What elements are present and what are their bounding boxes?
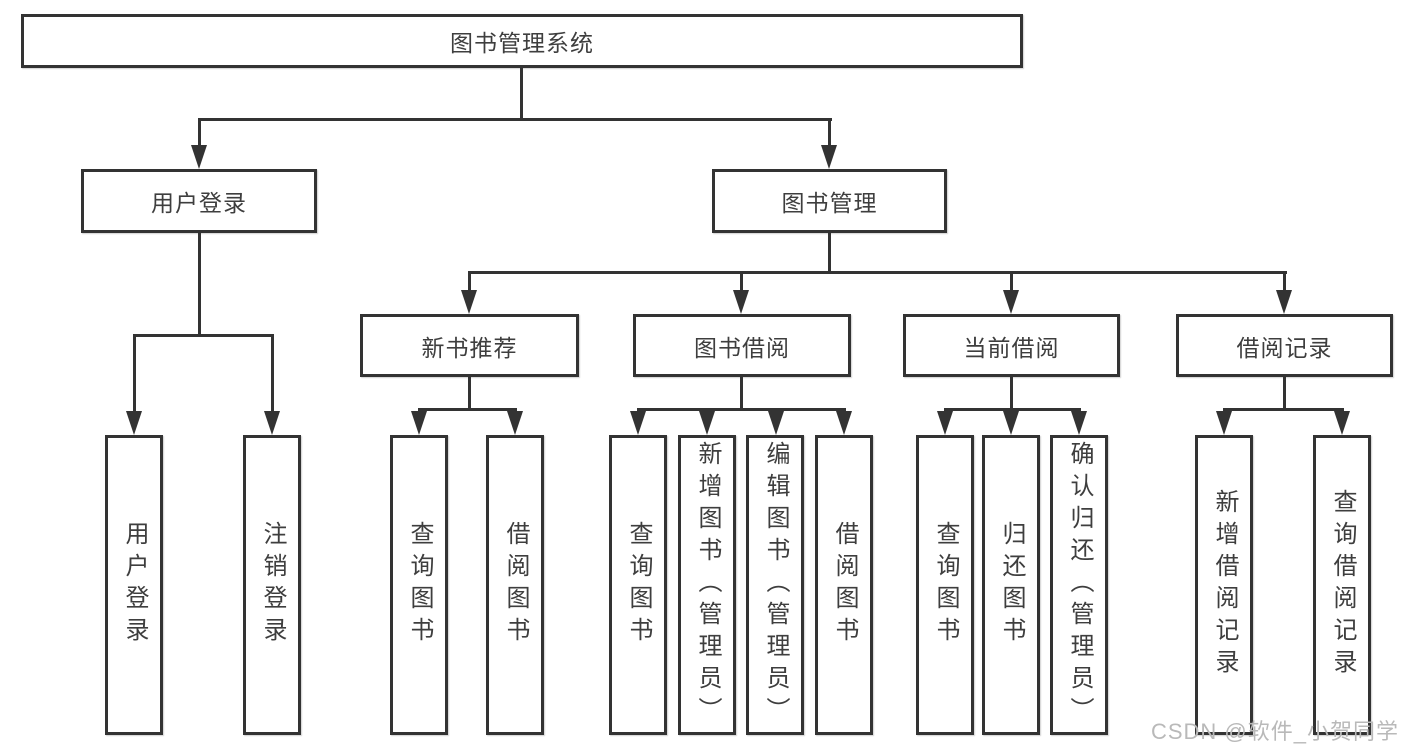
connector-hline	[198, 118, 832, 121]
arrowhead-down-icon	[126, 411, 142, 435]
connector-vline	[520, 68, 523, 120]
leaf-label: 新增借阅记录	[1211, 489, 1238, 681]
leaf-label: 注销登录	[259, 521, 286, 649]
arrowhead-down-icon	[630, 411, 646, 435]
arrowhead-down-icon	[821, 145, 837, 169]
leaf-label: 归还图书	[998, 521, 1025, 649]
connector-hline	[1223, 408, 1344, 411]
arrowhead-down-icon	[191, 145, 207, 169]
leaf-user-login: 用户登录	[105, 435, 163, 735]
node-book-borrow-label: 图书借阅	[694, 334, 790, 361]
arrowhead-down-icon	[1334, 411, 1350, 435]
node-library-system-label: 图书管理系统	[450, 30, 594, 56]
node-new-book-recommend: 新书推荐	[360, 314, 579, 377]
connector-vline	[1010, 271, 1013, 293]
node-book-management-label: 图书管理	[781, 190, 878, 216]
connector-vline	[468, 377, 471, 410]
leaf-label: 新增图书（管理员）	[694, 441, 721, 729]
leaf-query-books-current: 查询图书	[916, 435, 974, 735]
connector-vline	[468, 271, 471, 293]
leaf-label: 用户登录	[121, 521, 148, 649]
node-current-borrow: 当前借阅	[903, 314, 1120, 377]
node-borrow-records-label: 借阅记录	[1236, 334, 1333, 361]
connector-vline	[828, 233, 831, 274]
arrowhead-down-icon	[461, 290, 477, 314]
node-user-login-label: 用户登录	[151, 190, 247, 216]
connector-vline	[1283, 271, 1286, 293]
connector-vline	[198, 118, 201, 148]
leaf-label: 编辑图书（管理员）	[762, 441, 789, 729]
node-library-system: 图书管理系统	[21, 14, 1023, 68]
arrowhead-down-icon	[1276, 290, 1292, 314]
arrowhead-down-icon	[937, 411, 953, 435]
leaf-add-books-admin: 新增图书（管理员）	[678, 435, 736, 735]
leaf-confirm-return-admin: 确认归还（管理员）	[1050, 435, 1108, 735]
node-new-book-recommend-label: 新书推荐	[421, 334, 518, 361]
connector-hline	[637, 408, 846, 411]
arrowhead-down-icon	[836, 411, 852, 435]
node-current-borrow-label: 当前借阅	[963, 334, 1060, 361]
arrowhead-down-icon	[699, 411, 715, 435]
leaf-return-books: 归还图书	[982, 435, 1040, 735]
node-book-borrow: 图书借阅	[633, 314, 851, 377]
arrowhead-down-icon	[1216, 411, 1232, 435]
connector-vline	[271, 334, 274, 413]
connector-hline	[133, 334, 274, 337]
leaf-label: 确认归还（管理员）	[1066, 441, 1093, 729]
leaf-query-books-newbook: 查询图书	[390, 435, 448, 735]
leaf-query-borrow-record: 查询借阅记录	[1313, 435, 1371, 735]
arrowhead-down-icon	[264, 411, 280, 435]
connector-hline	[468, 271, 1287, 274]
leaf-borrow-books: 借阅图书	[815, 435, 873, 735]
arrowhead-down-icon	[507, 411, 523, 435]
arrowhead-down-icon	[733, 290, 749, 314]
arrowhead-down-icon	[1003, 290, 1019, 314]
leaf-label: 查询图书	[406, 521, 433, 649]
connector-vline	[1283, 377, 1286, 410]
connector-vline	[740, 271, 743, 293]
watermark: CSDN @软件_小贺同学	[1150, 719, 1399, 744]
node-borrow-records: 借阅记录	[1176, 314, 1393, 377]
leaf-borrow-books-newbook: 借阅图书	[486, 435, 544, 735]
leaf-query-books-borrow: 查询图书	[609, 435, 667, 735]
connector-hline	[944, 408, 1081, 411]
arrowhead-down-icon	[411, 411, 427, 435]
leaf-label: 查询图书	[625, 521, 652, 649]
leaf-edit-books-admin: 编辑图书（管理员）	[746, 435, 804, 735]
leaf-add-borrow-record: 新增借阅记录	[1195, 435, 1253, 735]
leaf-label: 借阅图书	[831, 521, 858, 649]
connector-vline	[198, 233, 201, 336]
connector-hline	[418, 408, 517, 411]
connector-vline	[1010, 377, 1013, 410]
connector-vline	[133, 334, 136, 413]
connector-vline	[740, 377, 743, 410]
leaf-label: 查询借阅记录	[1329, 489, 1356, 681]
node-book-management: 图书管理	[712, 169, 947, 233]
arrowhead-down-icon	[768, 411, 784, 435]
leaf-logout: 注销登录	[243, 435, 301, 735]
arrowhead-down-icon	[1071, 411, 1087, 435]
node-user-login: 用户登录	[81, 169, 317, 233]
connector-vline	[828, 118, 831, 148]
arrowhead-down-icon	[1003, 411, 1019, 435]
leaf-label: 借阅图书	[502, 521, 529, 649]
leaf-label: 查询图书	[932, 521, 959, 649]
